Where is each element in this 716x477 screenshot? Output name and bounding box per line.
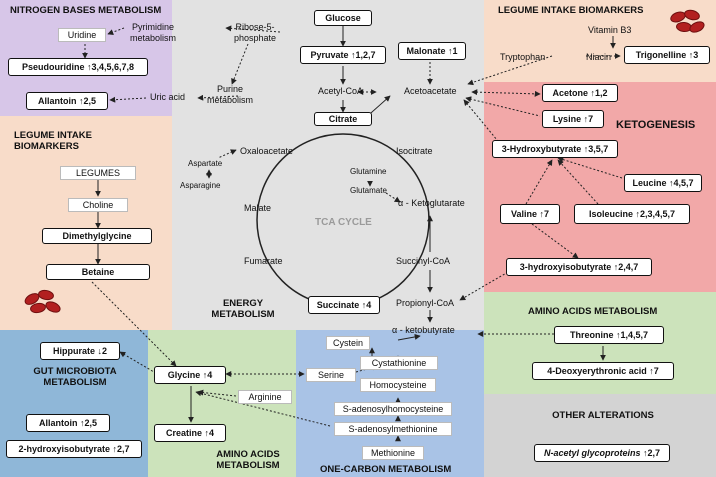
node-pyruvate: Pyruvate ↑1,2,7	[300, 46, 386, 64]
node-allantoin-bottom: Allantoin ↑2,5	[26, 414, 110, 432]
node-ribose-5-phosphate: Ribose-5-phosphate	[233, 22, 277, 43]
node-arginine: Arginine	[238, 390, 292, 404]
node-homocysteine: Homocysteine	[360, 378, 436, 392]
node-valine: Valine ↑7	[500, 204, 560, 224]
node-4-deoxyerythronic-acid: 4-Deoxyerythronic acid ↑7	[532, 362, 674, 380]
node-creatine: Creatine ↑4	[154, 424, 226, 442]
node-lysine: Lysine ↑7	[542, 110, 604, 128]
node-propionyl-coa: Propionyl-CoA	[396, 298, 455, 308]
node-ketoglutarate: α - Ketoglutarate	[398, 198, 465, 208]
node-tryptophan: Tryptophan	[500, 52, 546, 62]
node-aspartate: Aspartate	[188, 159, 223, 168]
node-3-hydroxyisobutyrate: 3-hydroxyisobutyrate ↑2,4,7	[506, 258, 652, 276]
node-3-hydroxybutyrate: 3-Hydroxybutyrate ↑3,5,7	[492, 140, 618, 158]
node-asparagine: Asparagine	[180, 181, 221, 190]
node-citrate: Citrate	[314, 112, 372, 126]
node-pseudouridine: Pseudouridine ↑3,4,5,6,7,8	[8, 58, 148, 76]
node-succinate: Succinate ↑4	[308, 296, 380, 314]
nitrogen-title: NITROGEN BASES METABOLISM	[10, 5, 162, 16]
node-isoleucine: Isoleucine ↑2,3,4,5,7	[574, 204, 690, 224]
node-leucine: Leucine ↑4,5,7	[624, 174, 702, 192]
node-serine: Serine	[306, 368, 356, 382]
node-glutamine: Glutamine	[350, 167, 387, 176]
node-trigonelline: Trigonelline ↑3	[624, 46, 710, 64]
energy-title: ENERGY METABOLISM	[211, 298, 275, 320]
ketogenesis-title: KETOGENESIS	[616, 119, 696, 131]
node-succinyl-coa: Succinyl-CoA	[396, 256, 451, 266]
node-s-adenosylhomocysteine: S-adenosylhomocysteine	[334, 402, 452, 416]
node-n-acetyl-glycoproteins: N-acetyl glycoproteins ↑2,7	[534, 444, 670, 462]
node-acetyl-coa: Acetyl-CoA	[318, 86, 364, 96]
node-uric-acid: Uric acid	[150, 92, 186, 102]
pseudouridine-change: ↑3,4,5,6,7,8	[86, 61, 135, 72]
amino-right-title: AMINO ACIDS METABOLISM	[528, 306, 658, 317]
node-dimethylglycine: Dimethylglycine	[42, 228, 152, 244]
tca-cycle-label: TCA CYCLE	[315, 217, 372, 228]
node-glucose: Glucose	[314, 10, 372, 26]
node-2-hydroxyisobutyrate: 2-hydroxyisobutyrate ↑2,7	[6, 440, 142, 458]
node-glycine: Glycine ↑4	[154, 366, 226, 384]
region-other	[484, 394, 716, 477]
node-cystein: Cystein	[326, 336, 370, 350]
node-glutamate: Glutamate	[350, 186, 387, 195]
gut-title: GUT MICROBIOTA METABOLISM	[33, 366, 117, 388]
node-vitamin-b3: Vitamin B3	[588, 25, 632, 35]
node-cystathionine: Cystathionine	[360, 356, 438, 370]
node-malonate: Malonate ↑1	[398, 42, 466, 60]
node-uridine: Uridine	[58, 28, 106, 42]
node-isocitrate: Isocitrate	[396, 146, 433, 156]
node-betaine: Betaine	[46, 264, 150, 280]
node-malate: Malate	[244, 203, 272, 213]
node-acetoacetate: Acetoacetate	[404, 86, 457, 96]
other-title: OTHER ALTERATIONS	[552, 410, 654, 421]
node-oxaloacetate: Oxaloacetate	[240, 146, 294, 156]
node-choline: Choline	[68, 198, 128, 212]
bean-icon-left	[22, 288, 63, 316]
bean-icon-top	[668, 8, 707, 36]
node-allantoin-top: Allantoin ↑2,5	[26, 92, 108, 110]
node-fumarate: Fumarate	[244, 256, 283, 266]
node-legumes: LEGUMES	[60, 166, 136, 180]
node-acetone: Acetone ↑1,2	[542, 84, 618, 102]
legume-left-title: LEGUME INTAKE BIOMARKERS	[14, 130, 92, 152]
node-methionine: Methionine	[362, 446, 424, 460]
amino-bottom-title: AMINO ACIDS METABOLISM	[216, 449, 280, 471]
node-pyrimidine-metabolism: Pyrimidine metabolism	[129, 22, 176, 43]
node-hippurate: Hippurate ↓2	[40, 342, 120, 360]
node-alpha-ketobutyrate: α - ketobutyrate	[392, 325, 455, 335]
onecarbon-title: ONE-CARBON METABOLISM	[320, 464, 452, 475]
node-purine-metabolism: Purine metabolism	[206, 84, 253, 105]
node-s-adenosylmethionine: S-adenosylmethionine	[334, 422, 452, 436]
node-threonine: Threonine ↑1,4,5,7	[554, 326, 664, 344]
legume-top-title: LEGUME INTAKE BIOMARKERS	[498, 5, 644, 16]
node-niacin: Niacin	[586, 52, 612, 62]
